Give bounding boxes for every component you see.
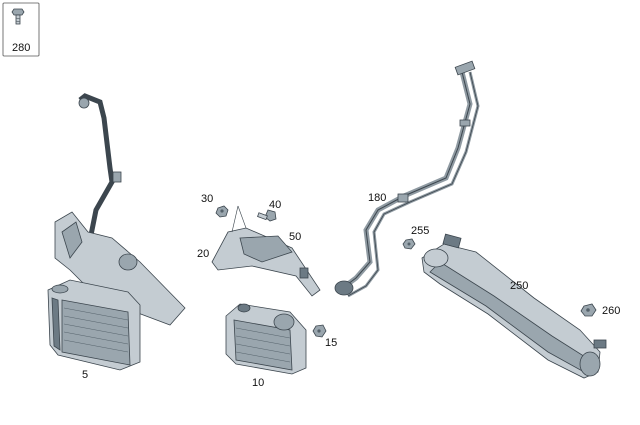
- nut-icon: [580, 303, 597, 317]
- callout-15: 15: [325, 337, 337, 349]
- callout-40: 40: [269, 199, 281, 211]
- callout-280: 280: [12, 42, 30, 54]
- callout-50: 50: [289, 231, 301, 243]
- callout-255: 255: [411, 225, 429, 237]
- part-10-module[interactable]: 10: [225, 303, 307, 389]
- screw-icon: [257, 209, 277, 222]
- part-255[interactable]: 255: [402, 225, 429, 250]
- nut-icon: [402, 238, 416, 250]
- screw-icon: [11, 8, 25, 25]
- part-15[interactable]: 15: [312, 324, 337, 349]
- inset-280[interactable]: 280: [2, 2, 40, 57]
- part-5-assembly[interactable]: 5: [47, 93, 186, 381]
- callout-20: 20: [197, 248, 209, 260]
- callout-260: 260: [602, 305, 620, 317]
- part-250-canister[interactable]: 250: [421, 233, 607, 379]
- callout-180: 180: [368, 192, 386, 204]
- part-30[interactable]: 30: [201, 193, 229, 218]
- nut-icon: [312, 324, 327, 338]
- callout-30: 30: [201, 193, 213, 205]
- callout-250: 250: [510, 280, 528, 292]
- part-180-hose[interactable]: 180: [334, 60, 480, 298]
- callout-10: 10: [252, 377, 264, 389]
- nut-icon: [215, 205, 229, 218]
- part-20-bracket[interactable]: 20 50: [197, 205, 321, 297]
- part-260[interactable]: 260: [580, 303, 620, 317]
- part-40[interactable]: 40: [257, 199, 282, 222]
- callout-5: 5: [82, 369, 88, 381]
